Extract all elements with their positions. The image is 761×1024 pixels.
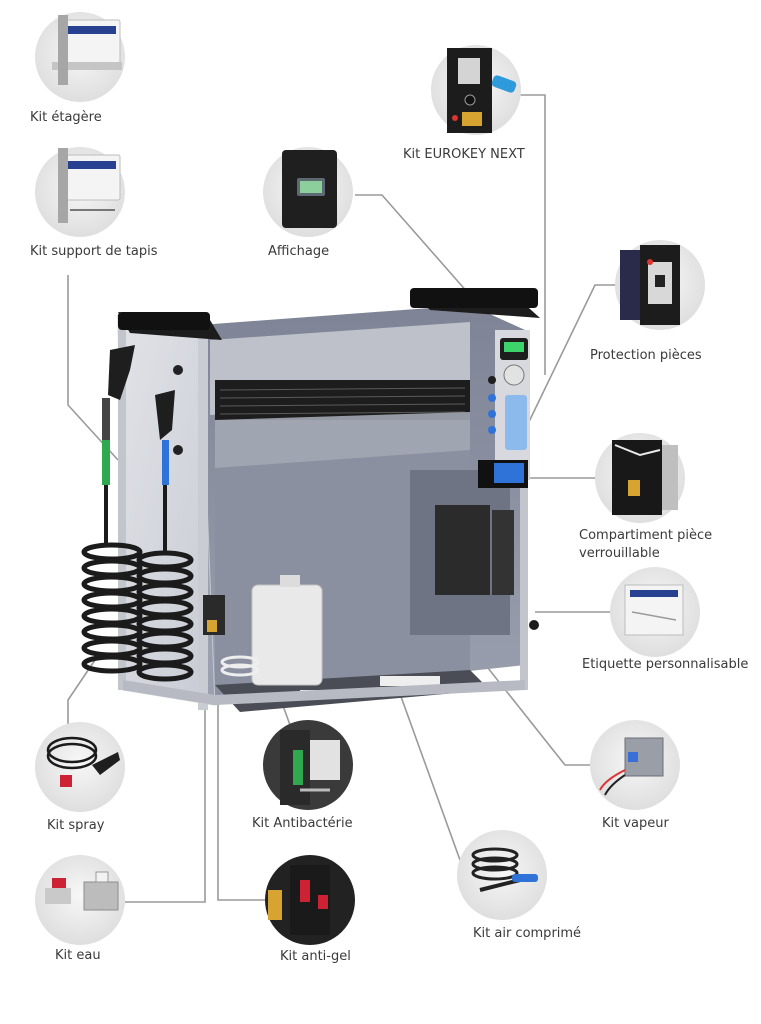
thumb-affichage [263,147,353,237]
label-etiquette-personnalisable: Etiquette personnalisable [582,657,749,672]
thumb-kit-eau [35,855,125,945]
thumb-compartiment [595,433,685,523]
thumb-kit-air [457,830,547,920]
thumb-kit-etagere [35,12,125,102]
thumb-kit-eurokey [431,45,521,135]
thumb-kit-anti-gel [265,855,355,945]
label-kit-vapeur: Kit vapeur [602,816,669,831]
label-kit-air-comprime: Kit air comprimé [473,926,582,941]
thumb-kit-antibacterie [263,720,353,810]
label-kit-spray: Kit spray [47,818,105,833]
label-kit-anti-gel: Kit anti-gel [280,949,351,964]
leader-protection [524,284,620,431]
label-affichage: Affichage [268,244,330,259]
machine [81,288,540,712]
thumb-kit-support-tapis [35,147,125,237]
thumb-etiquette [610,567,700,657]
label-kit-support-tapis: Kit support de tapis [30,244,158,259]
label-kit-antibacterie: Kit Antibactérie [252,816,353,831]
leader-spray [67,659,96,728]
label-protection-pieces: Protection pièces [590,348,702,363]
label-kit-eau: Kit eau [55,948,101,963]
thumb-kit-vapeur [590,720,680,810]
thumb-kit-spray [35,722,125,812]
label-kit-eurokey-next: Kit EUROKEY NEXT [403,147,525,162]
label-compartiment-piece: Compartiment pièce verrouillable [579,528,713,561]
label-kit-etagere: Kit étagère [30,110,102,125]
thumb-protection [615,240,705,330]
leader-kit-etagere [67,275,119,461]
thumbnails [35,12,705,945]
